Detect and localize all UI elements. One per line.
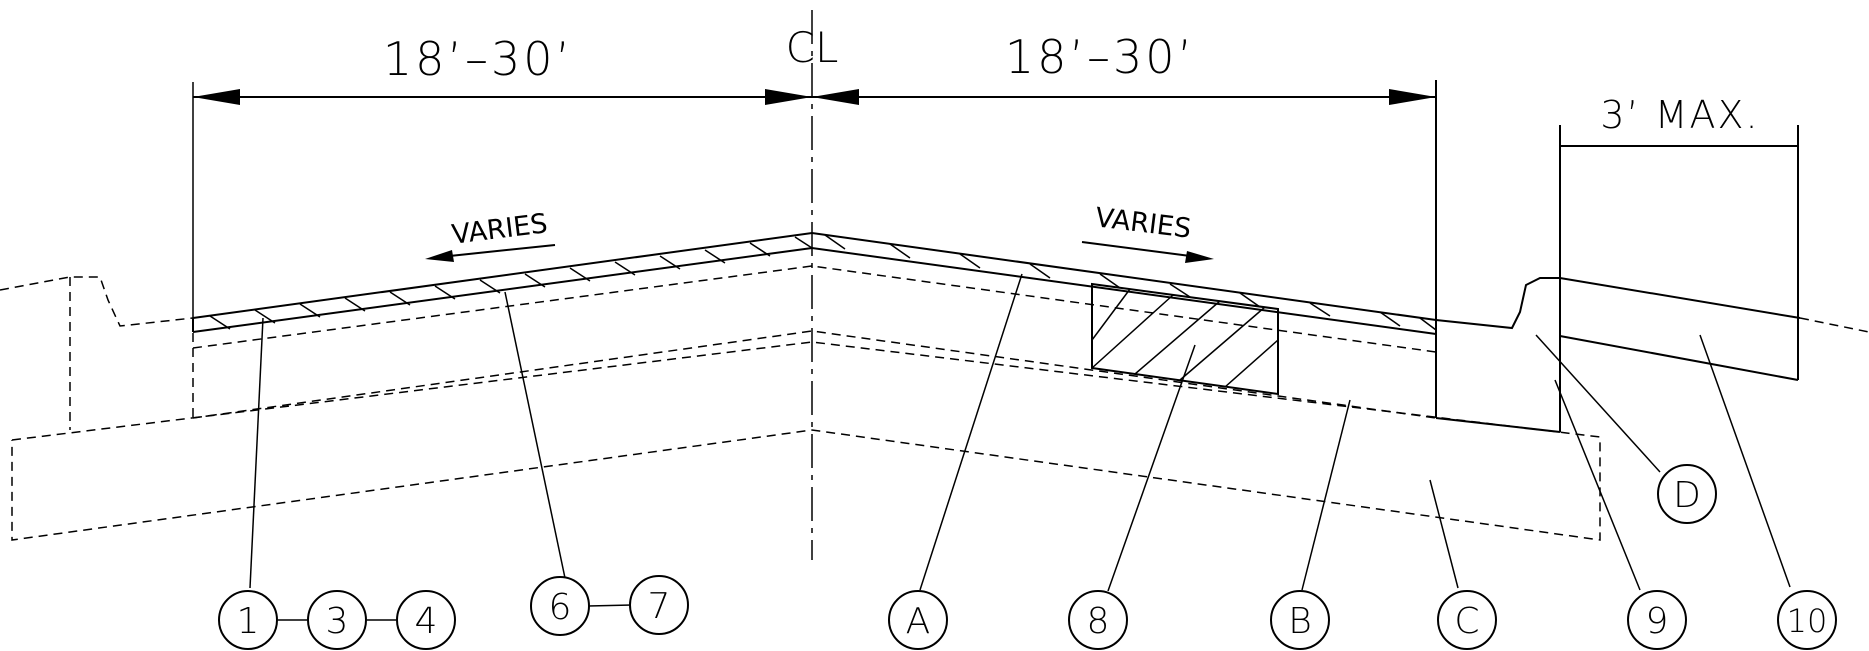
svg-text:8: 8 [1087,601,1110,642]
svg-text:D: D [1673,475,1701,516]
left-slope-arrow [425,244,556,262]
centerline-symbol: CL [786,23,839,72]
right-width-label: 18’–30’ [1005,30,1195,84]
svg-text:6: 6 [549,587,572,628]
svg-text:3: 3 [326,601,349,642]
callout-D: D [1657,464,1717,524]
subbase-course [11,341,1601,541]
repair-patch [1091,282,1279,396]
svg-text:4: 4 [415,601,438,642]
right-slope-label: VARIES [1094,202,1193,244]
callout-9: 9 [1627,590,1687,650]
svg-text:9: 9 [1646,601,1669,642]
callout-10: 10 [1777,590,1837,650]
callout-C: C [1437,590,1497,650]
left-width-dimension [192,82,812,318]
svg-text:10: 10 [1787,602,1828,640]
right-curb [1435,80,1869,433]
left-width-label: 18’–30’ [383,32,573,86]
callout-3: 3 [307,590,367,650]
callout-8: 8 [1068,590,1128,650]
callout-1: 1 [218,590,278,650]
left-slope-label: VARIES [450,208,549,250]
callout-7: 7 [629,575,689,635]
callout-4: 4 [396,590,456,650]
right-slope-arrow [1081,241,1214,263]
callout-A: A [888,590,948,650]
svg-text:B: B [1288,601,1312,642]
callout-B: B [1270,590,1330,650]
right-width-dimension [812,89,1436,105]
max-offset-label: 3’ MAX. [1600,93,1759,137]
svg-text:7: 7 [648,586,671,627]
callout-6: 6 [530,576,590,636]
left-shoulder-ground [0,276,194,430]
max-offset-dimension [1559,125,1799,380]
leader-lines [249,273,1791,621]
surface-course-hatch [209,234,1437,331]
svg-text:C: C [1454,601,1479,642]
surface-course [192,231,1437,335]
svg-text:1: 1 [237,601,260,642]
svg-text:A: A [906,601,931,642]
